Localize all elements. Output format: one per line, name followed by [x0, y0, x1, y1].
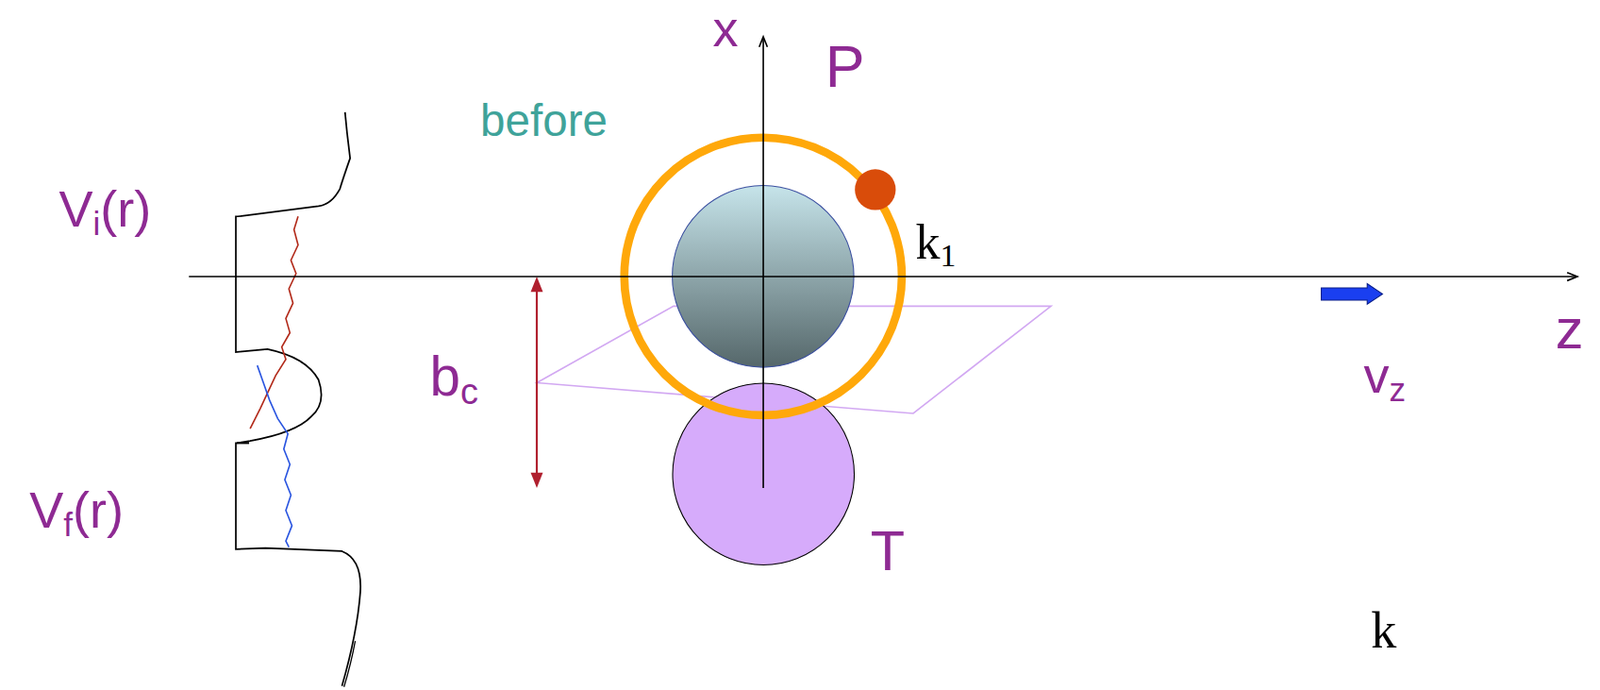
x-axis	[762, 36, 765, 488]
axis-head	[1566, 272, 1578, 282]
velocity-label: vz	[1363, 349, 1406, 406]
nucleus-label: T	[870, 522, 905, 579]
arrow-head	[531, 276, 544, 292]
axis-label: z	[1555, 300, 1584, 357]
axis-label: x	[713, 2, 739, 54]
momentum-label: k1	[913, 217, 958, 272]
axis-head	[759, 36, 768, 48]
potential-label: Vi(r)	[58, 183, 151, 240]
stage-label: before	[480, 98, 608, 144]
impact-parameter-label: bc	[430, 349, 479, 411]
initial-wavefunction	[250, 216, 299, 429]
momentum-label: k	[1370, 604, 1397, 656]
impact-parameter-arrow	[535, 285, 538, 479]
potential-tick	[236, 441, 250, 444]
nucleus-label: P	[825, 36, 866, 97]
arrow-head	[531, 472, 544, 488]
potential-curve	[235, 112, 361, 686]
potential-label: Vf(r)	[29, 483, 124, 541]
velocity-arrow	[1321, 283, 1384, 305]
final-wavefunction	[257, 365, 293, 547]
z-axis	[188, 275, 1578, 278]
potential-curve-tail	[344, 640, 356, 687]
